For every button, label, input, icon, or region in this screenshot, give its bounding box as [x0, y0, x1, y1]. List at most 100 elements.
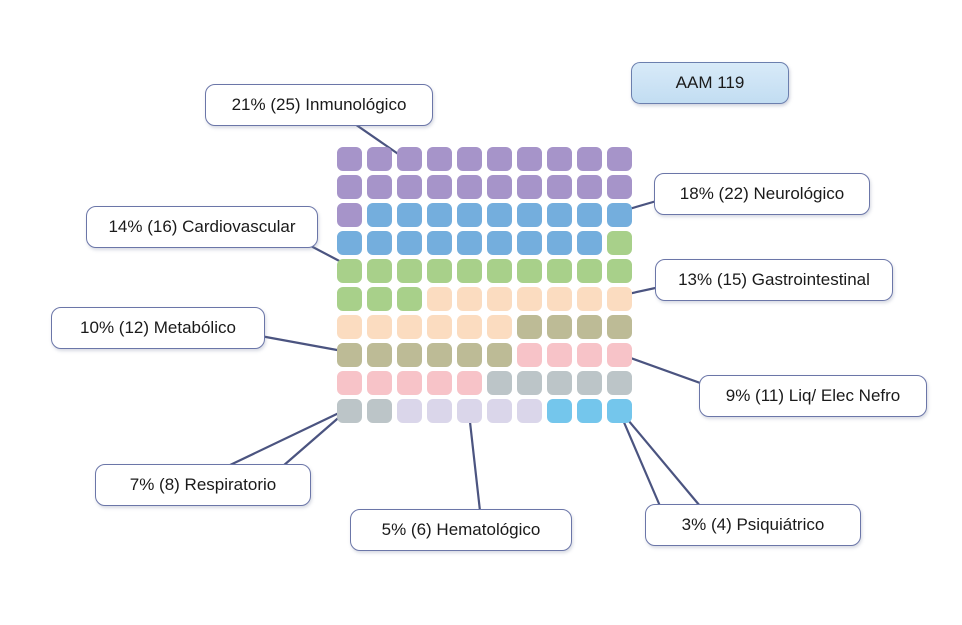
waffle-cell-cardiovascular [457, 259, 482, 283]
waffle-cell-respiratorio [607, 371, 632, 395]
waffle-cell-liq_elec_nefro [427, 371, 452, 395]
callout-hematologico[interactable]: 5% (6) Hematológico [350, 509, 572, 551]
waffle-cell-gastrointestinal [427, 287, 452, 311]
waffle-cell-neurologico [577, 231, 602, 255]
waffle-cell-neurologico [457, 203, 482, 227]
waffle-cell-inmunologico [487, 175, 512, 199]
waffle-cell-neurologico [487, 231, 512, 255]
waffle-cell-respiratorio [367, 399, 392, 423]
waffle-cell-liq_elec_nefro [397, 371, 422, 395]
leader-line-psiquiatrico-a [618, 411, 662, 508]
waffle-cell-gastrointestinal [607, 287, 632, 311]
waffle-cell-inmunologico [577, 147, 602, 171]
waffle-cell-metabolico [487, 343, 512, 367]
waffle-cell-cardiovascular [367, 287, 392, 311]
waffle-cell-liq_elec_nefro [547, 343, 572, 367]
waffle-cell-metabolico [547, 315, 572, 339]
waffle-cell-gastrointestinal [397, 315, 422, 339]
waffle-cell-cardiovascular [607, 259, 632, 283]
callout-respiratorio[interactable]: 7% (8) Respiratorio [95, 464, 311, 506]
waffle-cell-psiquiatrico [577, 399, 602, 423]
waffle-cell-gastrointestinal [487, 287, 512, 311]
waffle-cell-cardiovascular [397, 287, 422, 311]
waffle-cell-psiquiatrico [607, 399, 632, 423]
waffle-cell-gastrointestinal [337, 315, 362, 339]
waffle-cell-neurologico [547, 231, 572, 255]
waffle-cell-gastrointestinal [517, 287, 542, 311]
callout-inmunologico[interactable]: 21% (25) Inmunológico [205, 84, 433, 126]
waffle-cell-respiratorio [547, 371, 572, 395]
waffle-cell-inmunologico [487, 147, 512, 171]
waffle-cell-gastrointestinal [427, 315, 452, 339]
waffle-cell-liq_elec_nefro [457, 371, 482, 395]
waffle-cell-neurologico [337, 231, 362, 255]
waffle-cell-neurologico [517, 231, 542, 255]
waffle-cell-inmunologico [607, 147, 632, 171]
waffle-cell-metabolico [457, 343, 482, 367]
waffle-cell-hematologico [457, 399, 482, 423]
leader-line-respiratorio-a [226, 410, 343, 468]
waffle-cell-respiratorio [517, 371, 542, 395]
waffle-cell-cardiovascular [367, 259, 392, 283]
waffle-cell-cardiovascular [337, 287, 362, 311]
waffle-cell-inmunologico [547, 175, 572, 199]
waffle-cell-cardiovascular [517, 259, 542, 283]
waffle-cell-metabolico [337, 343, 362, 367]
waffle-cell-neurologico [367, 203, 392, 227]
waffle-cell-metabolico [577, 315, 602, 339]
waffle-cell-neurologico [397, 231, 422, 255]
callout-gastrointestinal[interactable]: 13% (15) Gastrointestinal [655, 259, 893, 301]
waffle-cell-metabolico [607, 315, 632, 339]
waffle-cell-inmunologico [517, 175, 542, 199]
callout-metabolico[interactable]: 10% (12) Metabólico [51, 307, 265, 349]
waffle-cell-liq_elec_nefro [577, 343, 602, 367]
leader-line-respiratorio-b [281, 411, 346, 468]
waffle-cell-liq_elec_nefro [367, 371, 392, 395]
waffle-cell-neurologico [427, 231, 452, 255]
waffle-cell-metabolico [367, 343, 392, 367]
waffle-cell-gastrointestinal [547, 287, 572, 311]
waffle-cell-inmunologico [337, 147, 362, 171]
callout-cardiovascular[interactable]: 14% (16) Cardiovascular [86, 206, 318, 248]
waffle-cell-inmunologico [367, 175, 392, 199]
waffle-cell-inmunologico [457, 147, 482, 171]
waffle-cell-inmunologico [397, 147, 422, 171]
waffle-cell-cardiovascular [397, 259, 422, 283]
leader-line-metabolico [253, 333, 350, 354]
waffle-cell-inmunologico [427, 175, 452, 199]
waffle-cell-inmunologico [457, 175, 482, 199]
waffle-cell-metabolico [397, 343, 422, 367]
waffle-cell-cardiovascular [487, 259, 512, 283]
waffle-cell-inmunologico [517, 147, 542, 171]
waffle-cell-inmunologico [337, 203, 362, 227]
chart-title-chip: AAM 119 [631, 62, 789, 104]
waffle-cell-inmunologico [577, 175, 602, 199]
waffle-cell-inmunologico [547, 147, 572, 171]
waffle-cell-neurologico [367, 231, 392, 255]
waffle-cell-neurologico [517, 203, 542, 227]
waffle-cell-liq_elec_nefro [517, 343, 542, 367]
waffle-cell-neurologico [487, 203, 512, 227]
waffle-cell-gastrointestinal [577, 287, 602, 311]
leader-line-psiquiatrico-b [621, 412, 702, 508]
waffle-cell-cardiovascular [337, 259, 362, 283]
waffle-cell-inmunologico [427, 147, 452, 171]
waffle-cell-inmunologico [337, 175, 362, 199]
waffle-cell-inmunologico [367, 147, 392, 171]
callout-liq-elec-nefro[interactable]: 9% (11) Liq/ Elec Nefro [699, 375, 927, 417]
waffle-cell-inmunologico [397, 175, 422, 199]
waffle-cell-hematologico [517, 399, 542, 423]
waffle-cell-psiquiatrico [547, 399, 572, 423]
waffle-cell-gastrointestinal [457, 287, 482, 311]
callout-psiquiatrico[interactable]: 3% (4) Psiquiátrico [645, 504, 861, 546]
waffle-cell-neurologico [547, 203, 572, 227]
callout-neurologico[interactable]: 18% (22) Neurológico [654, 173, 870, 215]
waffle-cell-neurologico [457, 231, 482, 255]
waffle-cell-gastrointestinal [367, 315, 392, 339]
waffle-cell-neurologico [577, 203, 602, 227]
leader-line-hematologico [467, 411, 482, 513]
waffle-cell-cardiovascular [547, 259, 572, 283]
waffle-cell-hematologico [427, 399, 452, 423]
waffle-cell-cardiovascular [607, 231, 632, 255]
